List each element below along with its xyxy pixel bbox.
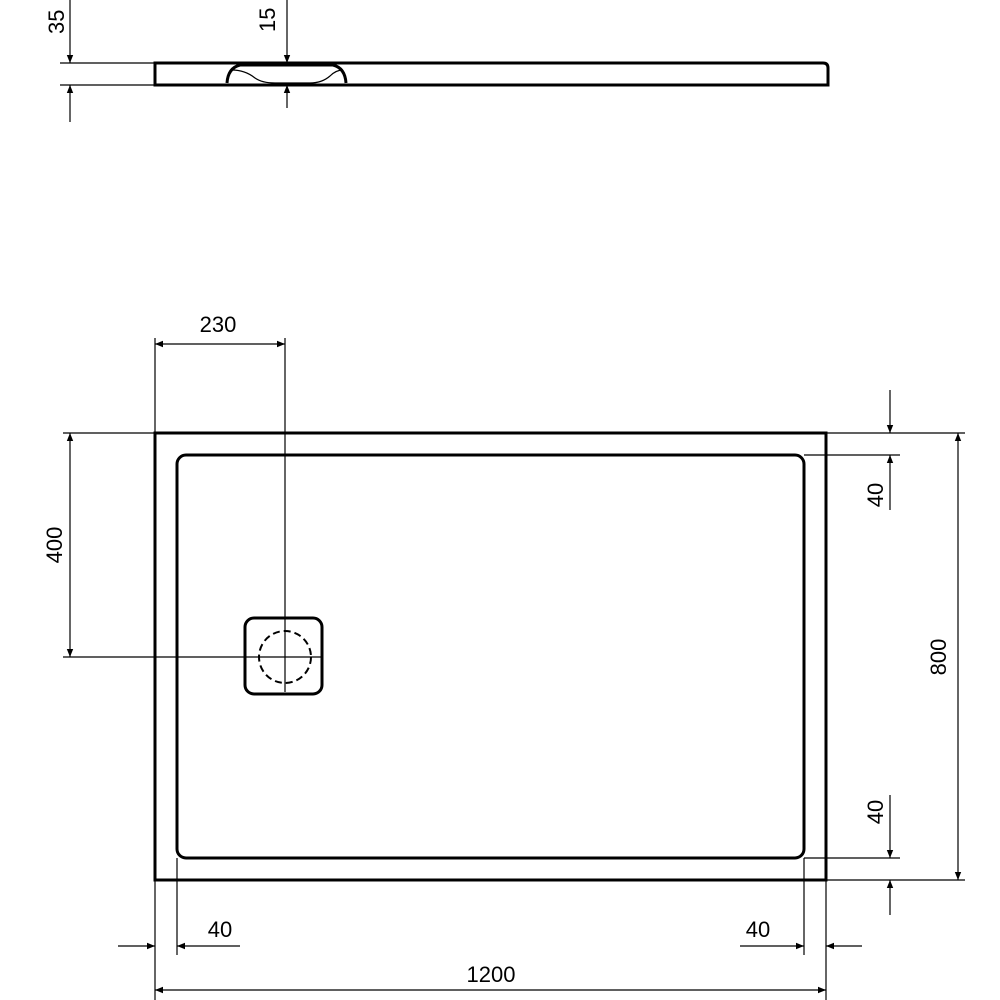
drain-y-dim-label: 400 — [42, 527, 67, 564]
drain-x-dim-label: 230 — [200, 312, 237, 337]
rim-right-dim-label: 40 — [746, 917, 770, 942]
depth-dim-label: 800 — [926, 639, 951, 676]
drain-cover — [243, 616, 324, 696]
drain-basin — [231, 69, 344, 84]
rim-bottom-dim-label: 40 — [863, 800, 888, 824]
drain-side-profile — [225, 63, 348, 84]
rim-left-dim-label: 40 — [208, 917, 232, 942]
tray-side-profile — [153, 61, 830, 87]
plan-view: 230 400 40 40 800 40 40 1200 — [42, 312, 965, 1000]
drain-depth-dim-label: 15 — [255, 8, 280, 32]
width-dim-label: 1200 — [467, 962, 516, 987]
rim-top-dim-label: 40 — [863, 483, 888, 507]
side-view: 35 15 — [44, 0, 830, 122]
height-dim-label: 35 — [44, 10, 69, 34]
